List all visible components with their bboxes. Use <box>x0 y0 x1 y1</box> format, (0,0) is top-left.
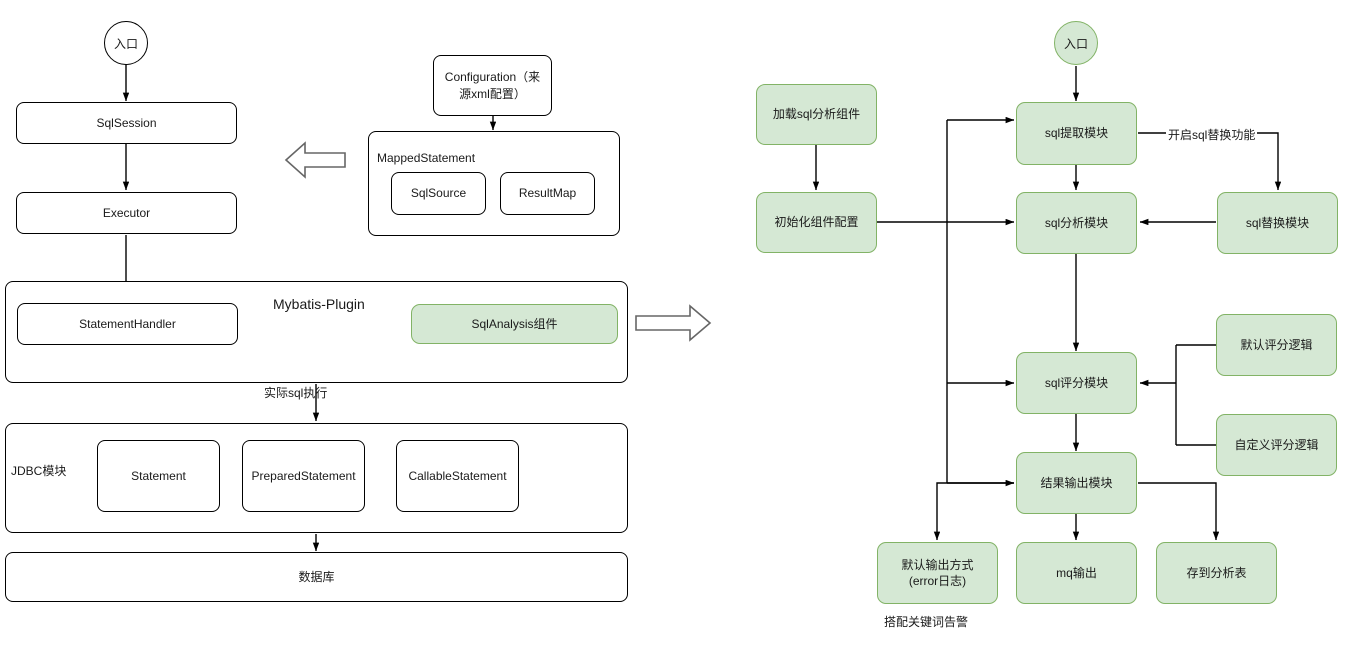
node-prepared-statement[interactable]: PreparedStatement <box>242 440 365 512</box>
block-arrow-right <box>635 304 712 342</box>
node-statement[interactable]: Statement <box>97 440 220 512</box>
node-result-map-label: ResultMap <box>518 186 577 201</box>
node-sql-extract-module[interactable]: sql提取模块 <box>1016 102 1137 165</box>
node-sql-analysis-module[interactable]: sql分析模块 <box>1016 192 1137 254</box>
node-save-analysis-table-label: 存到分析表 <box>1186 565 1247 580</box>
node-database[interactable]: 数据库 <box>5 552 628 602</box>
node-sql-source[interactable]: SqlSource <box>391 172 486 215</box>
node-jdbc-module-label: JDBC模块 <box>11 464 67 478</box>
left-entry-node[interactable]: 入口 <box>104 21 148 65</box>
node-sql-analysis-component-label: SqlAnalysis组件 <box>471 316 558 331</box>
right-entry-label: 入口 <box>1063 36 1088 51</box>
left-entry-label: 入口 <box>113 36 138 51</box>
annotation-keyword-alarm: 搭配关键词告警 <box>884 615 969 629</box>
node-load-sql-analysis-component-label: 加载sql分析组件 <box>772 107 861 122</box>
node-configuration[interactable]: Configuration（来源xml配置） <box>433 55 552 116</box>
node-default-output[interactable]: 默认输出方式 (error日志) <box>877 542 998 604</box>
node-executor[interactable]: Executor <box>16 192 237 234</box>
node-sql-replace-module[interactable]: sql替换模块 <box>1217 192 1338 254</box>
edge-label-actual-sql-exec: 实际sql执行 <box>264 386 328 400</box>
node-executor-label: Executor <box>102 205 151 220</box>
node-configuration-label: Configuration（来源xml配置） <box>444 70 541 101</box>
node-jdbc-module[interactable]: JDBC模块 Statement PreparedStatement Calla… <box>5 423 628 533</box>
node-sql-analysis-module-label: sql分析模块 <box>1044 215 1109 230</box>
node-mq-output-label: mq输出 <box>1056 565 1097 580</box>
node-mybatis-plugin[interactable]: Mybatis-Plugin StatementHandler SqlAnaly… <box>5 281 628 383</box>
node-prepared-statement-label: PreparedStatement <box>251 468 356 483</box>
node-sql-extract-module-label: sql提取模块 <box>1044 126 1109 141</box>
node-default-output-label-line1: 默认输出方式 <box>901 557 974 572</box>
node-sql-source-label: SqlSource <box>410 186 467 201</box>
node-result-output-module[interactable]: 结果输出模块 <box>1016 452 1137 514</box>
edge-result-output-to-save-analysis-table <box>1138 482 1220 541</box>
block-arrow-left <box>284 141 346 179</box>
node-sql-score-module[interactable]: sql评分模块 <box>1016 352 1137 414</box>
node-custom-score-logic-label: 自定义评分逻辑 <box>1234 437 1319 452</box>
node-sqlsession[interactable]: SqlSession <box>16 102 237 144</box>
node-load-sql-analysis-component[interactable]: 加载sql分析组件 <box>756 84 877 145</box>
node-default-output-label-line2: (error日志) <box>908 574 967 588</box>
node-init-component-config-label: 初始化组件配置 <box>774 215 859 230</box>
node-sql-analysis-component[interactable]: SqlAnalysis组件 <box>411 304 618 344</box>
node-statement-label: Statement <box>131 468 186 483</box>
node-sql-replace-module-label: sql替换模块 <box>1245 215 1310 230</box>
right-entry-node[interactable]: 入口 <box>1054 21 1098 65</box>
node-callable-statement[interactable]: CallableStatement <box>396 440 519 512</box>
node-custom-score-logic[interactable]: 自定义评分逻辑 <box>1216 414 1337 476</box>
node-save-analysis-table[interactable]: 存到分析表 <box>1156 542 1277 604</box>
node-result-output-module-label: 结果输出模块 <box>1040 475 1113 490</box>
node-init-component-config[interactable]: 初始化组件配置 <box>756 192 877 253</box>
node-statement-handler-label: StatementHandler <box>79 316 176 331</box>
node-result-map[interactable]: ResultMap <box>500 172 595 215</box>
node-statement-handler[interactable]: StatementHandler <box>17 303 238 345</box>
node-sqlsession-label: SqlSession <box>96 115 157 130</box>
node-database-label: 数据库 <box>298 569 335 584</box>
node-mq-output[interactable]: mq输出 <box>1016 542 1137 604</box>
node-callable-statement-label: CallableStatement <box>408 468 507 483</box>
node-default-score-logic[interactable]: 默认评分逻辑 <box>1216 314 1337 376</box>
edge-result-output-to-default-output <box>933 482 1014 541</box>
edge-label-enable-sql-replace: 开启sql替换功能 <box>1166 126 1258 143</box>
node-mapped-statement[interactable]: MappedStatement SqlSource ResultMap <box>368 131 620 236</box>
node-sql-score-module-label: sql评分模块 <box>1044 375 1109 390</box>
node-default-score-logic-label: 默认评分逻辑 <box>1240 337 1313 352</box>
node-mybatis-plugin-label: Mybatis-Plugin <box>273 296 365 312</box>
node-mapped-statement-label: MappedStatement <box>377 151 476 165</box>
